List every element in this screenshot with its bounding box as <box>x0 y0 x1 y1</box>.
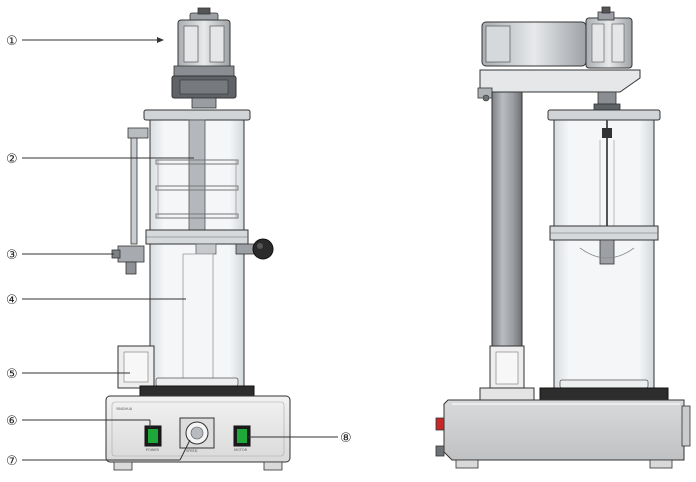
callout-1: ① <box>6 34 164 49</box>
callout-7: ⑦ <box>6 439 191 469</box>
callouts: ① ② ③ ④ ⑤ ⑥ ⑦ <box>6 34 352 469</box>
front-side-valve <box>111 127 149 275</box>
svg-text:SPEED: SPEED <box>186 449 198 453</box>
side-arm <box>477 69 641 102</box>
callout-8-label: ⑧ <box>340 431 352 446</box>
front-stirrer <box>155 119 239 233</box>
callout-2: ② <box>6 152 194 167</box>
front-side-knob <box>235 238 274 260</box>
svg-text:MOTOR: MOTOR <box>234 448 248 452</box>
callout-2-label: ② <box>6 152 18 167</box>
front-base-plate <box>139 385 255 397</box>
callout-3: ③ <box>6 248 114 263</box>
callout-7-label: ⑦ <box>6 454 18 469</box>
front-view: YINGHUA POWER SPEED MOTOR <box>105 7 291 471</box>
front-inner-tube <box>182 253 214 383</box>
side-column <box>491 91 523 349</box>
side-base-box <box>435 399 691 469</box>
callout-5: ⑤ <box>6 367 130 382</box>
side-lid <box>547 109 661 121</box>
side-motor <box>481 6 633 69</box>
front-lid <box>143 109 251 121</box>
callout-1-label: ① <box>6 34 18 49</box>
callout-5-label: ⑤ <box>6 367 18 382</box>
callout-6-label: ⑥ <box>6 414 18 429</box>
callout-6: ⑥ <box>6 414 151 429</box>
side-column-base <box>479 345 535 401</box>
callout-4: ④ <box>6 293 186 308</box>
svg-text:POWER: POWER <box>146 448 160 452</box>
side-shaft <box>599 120 615 230</box>
front-motor-head <box>171 7 237 109</box>
callout-8: ⑧ <box>248 431 352 446</box>
callout-4-label: ④ <box>6 293 18 308</box>
front-control-box: YINGHUA POWER SPEED MOTOR <box>105 395 291 471</box>
side-view <box>435 6 691 469</box>
svg-text:YINGHUA: YINGHUA <box>116 407 133 411</box>
side-base-plate <box>539 387 669 401</box>
callout-3-label: ③ <box>6 248 18 263</box>
